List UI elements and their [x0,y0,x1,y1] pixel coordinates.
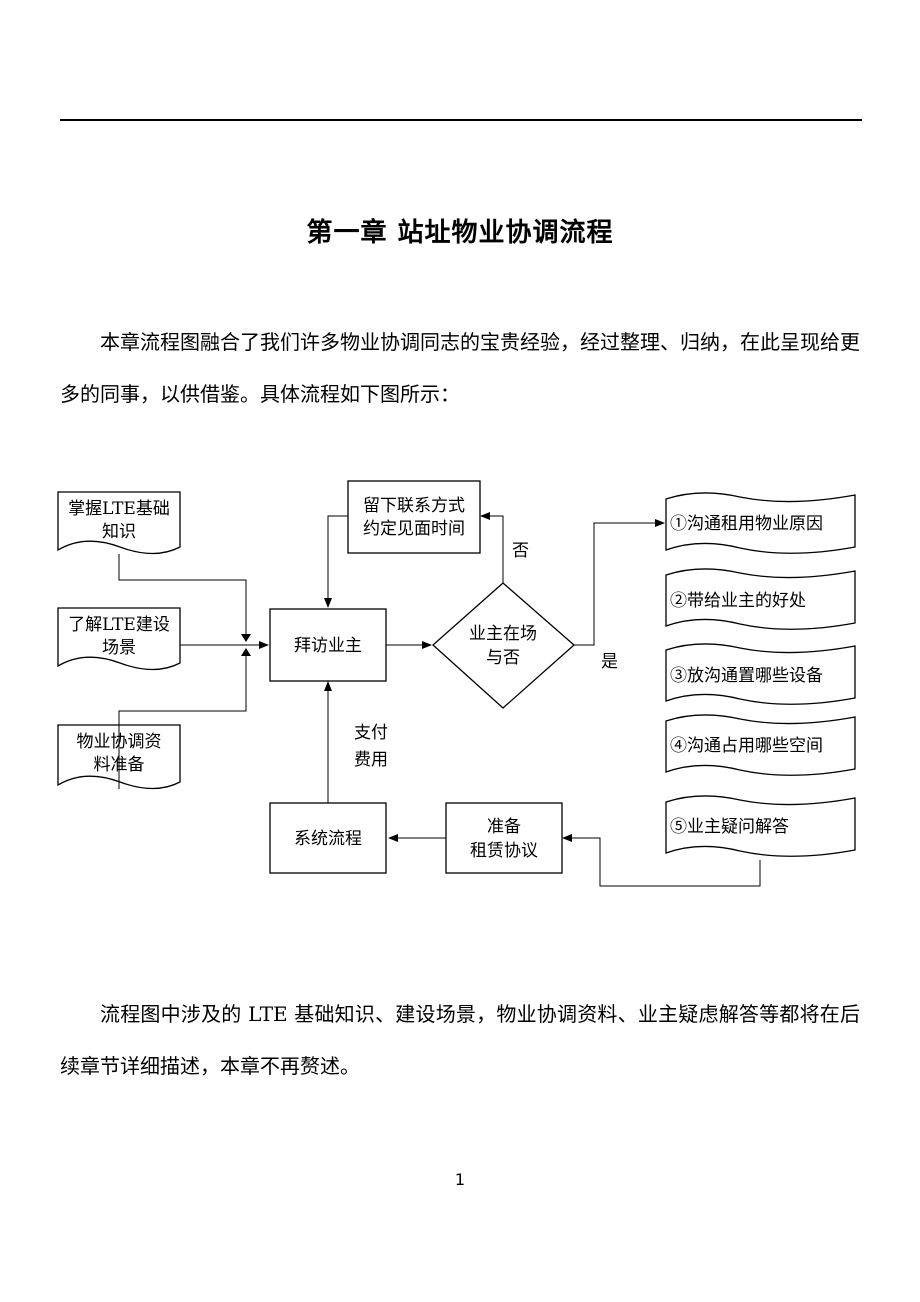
visit-owner-box: 拜访业主 [269,608,387,682]
talk-item-5: ⑤业主疑问解答 [665,795,856,857]
visit-owner-label: 拜访业主 [294,636,362,656]
talk-item-4-label: ④沟通占用哪些空间 [670,736,823,756]
header-rule [60,119,862,121]
doc-connectors [118,554,269,789]
label-pay-line2: 费用 [354,750,388,770]
talk-item-1: ①沟通租用物业原因 [665,492,856,554]
leave-contact-box: 留下联系方式 约定见面时间 [347,480,481,554]
prepare-lease-line1: 准备 [487,817,521,837]
arrow-contact-to-visit [324,515,348,608]
system-process-box: 系统流程 [269,802,387,874]
talk-item-3: ③放沟通置哪些设备 [665,643,856,705]
coordination-flowchart: 掌握LTE基础 知识 了解LTE建设 场景 物业协调资 料准备 拜访业主 留下联… [57,480,856,887]
doc-lte-basics: 掌握LTE基础 知识 [57,491,181,555]
label-yes: 是 [601,652,618,672]
system-process-label: 系统流程 [294,829,362,849]
doc-lte-scenarios-line2: 场景 [102,638,136,658]
arrow-no-to-contact [480,512,504,583]
owner-present-decision: 业主在场 与否 [432,582,575,709]
label-pay-line1: 支付 [354,723,388,743]
talk-item-5-label: ⑤业主疑问解答 [670,817,789,837]
decision-line2: 与否 [486,648,520,668]
doc-lte-scenarios-line1: 了解LTE建设 [68,615,170,635]
talk-item-1-label: ①沟通租用物业原因 [670,514,823,534]
arrow-yes-to-talk [574,519,665,646]
arrow-talk-to-lease [562,834,761,887]
closing-paragraph: 流程图中涉及的 LTE 基础知识、建设场景，物业协调资料、业主疑虑解答等都将在后… [60,1002,860,1078]
leave-contact-line1: 留下联系方式 [363,496,465,516]
decision-line1: 业主在场 [469,624,537,644]
doc-lte-scenarios: 了解LTE建设 场景 [57,607,181,671]
talk-item-2: ②带给业主的好处 [665,568,856,630]
label-no: 否 [512,541,529,561]
prepare-lease-box: 准备 租赁协议 [445,802,563,874]
talk-item-2-label: ②带给业主的好处 [670,591,806,611]
chapter-title: 第一章 站址物业协调流程 [306,218,614,248]
intro-paragraph: 本章流程图融合了我们许多物业协调同志的宝贵经验，经过整理、归纳，在此呈现给更多的… [60,330,860,406]
doc-lte-basics-line2: 知识 [102,522,136,542]
prepare-lease-line2: 租赁协议 [470,841,538,861]
leave-contact-line2: 约定见面时间 [363,519,465,539]
bus-arrowheads [241,634,251,656]
page-number: 1 [454,1170,466,1189]
talk-item-4: ④沟通占用哪些空间 [665,714,856,776]
doc-lte-basics-line1: 掌握LTE基础 [68,499,170,519]
talk-item-3-label: ③放沟通置哪些设备 [670,666,823,686]
